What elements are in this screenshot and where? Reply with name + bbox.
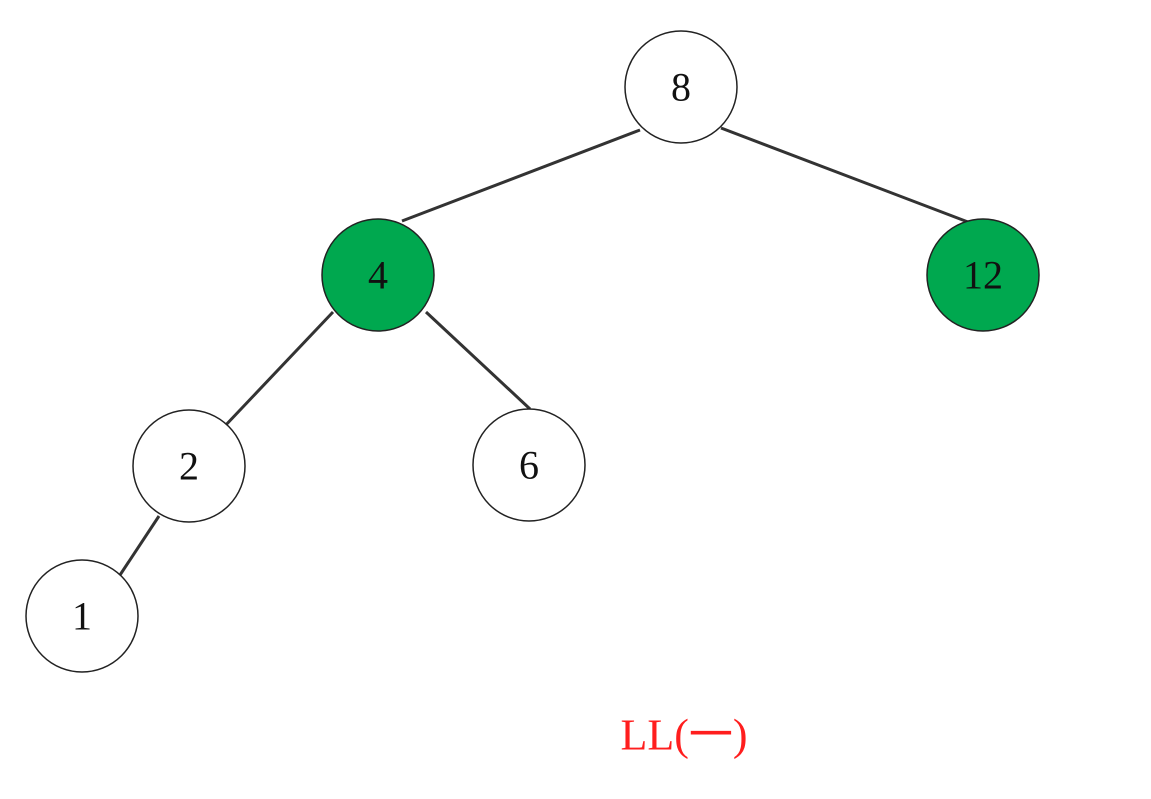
diagram-caption: LL(一)	[620, 711, 747, 760]
node-label: 8	[671, 65, 691, 110]
node-circle	[132, 409, 246, 523]
node-circle	[472, 408, 586, 522]
node-label: 4	[368, 253, 388, 298]
node-label: 1	[72, 594, 92, 639]
tree-edges	[118, 126, 969, 576]
tree-node-8: 8	[624, 30, 738, 144]
tree-node-12: 12	[926, 218, 1040, 332]
edge-2-1	[118, 515, 161, 576]
node-circle	[624, 30, 738, 144]
tree-node-4: 4	[321, 218, 435, 332]
node-circle	[25, 559, 139, 673]
edge-8-4	[401, 128, 641, 223]
node-label: 6	[519, 443, 539, 488]
tree-node-2: 2	[132, 409, 246, 523]
edge-8-12	[720, 126, 969, 224]
edge-4-6	[424, 310, 532, 411]
node-circle	[926, 218, 1040, 332]
node-label: 12	[963, 253, 1003, 298]
node-circle	[321, 218, 435, 332]
node-label: 2	[179, 444, 199, 489]
edge-4-2	[221, 310, 335, 430]
tree-node-1: 1	[25, 559, 139, 673]
tree-node-6: 6	[472, 408, 586, 522]
